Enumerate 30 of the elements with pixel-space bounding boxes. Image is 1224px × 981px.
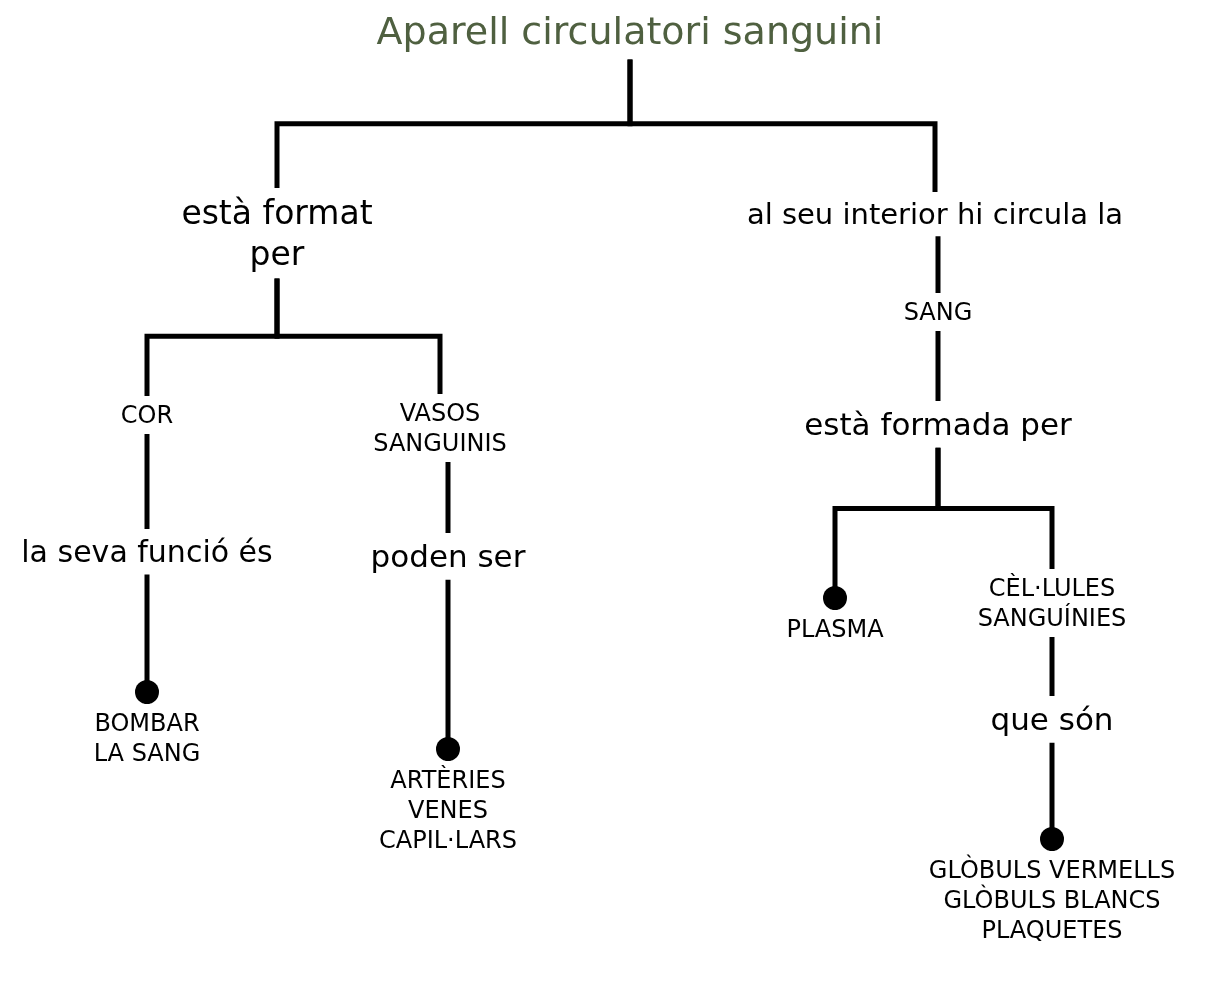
concept-label: GLÒBULS BLANCS (942, 885, 1162, 915)
connector-line (627, 59, 938, 192)
connector-line (935, 236, 941, 293)
connector-line (1040, 742, 1064, 851)
connector-line (445, 462, 451, 533)
concept-label: VASOS SANGUINIS (372, 398, 508, 458)
concept-label: PLASMA (786, 614, 884, 644)
concept-label: CAPIL·LARS (379, 825, 517, 855)
linking-phrase: està formada per (804, 405, 1072, 444)
concept-label: COR (120, 400, 174, 430)
connector-line (274, 278, 443, 394)
connector-line (135, 574, 159, 704)
concept-label: PLAQUETES (980, 915, 1124, 945)
concept-label: GLÒBULS VERMELLS (928, 855, 1176, 884)
concept-label: ARTÈRIES (389, 765, 507, 795)
connector-line (935, 331, 941, 401)
linking-phrase: al seu interior hi circula la (746, 196, 1124, 233)
connector-line (1049, 637, 1055, 696)
linking-phrase: que són (990, 700, 1114, 739)
connector-line (144, 434, 150, 529)
connector-line (935, 447, 1055, 569)
linking-phrase: està format per (180, 192, 374, 275)
concept-label: BOMBAR LA SANG (92, 708, 202, 768)
concept-label: VENES (407, 795, 489, 825)
concept-label: SANG (903, 297, 973, 327)
linking-phrase: la seva funció és (20, 533, 274, 571)
connector-line (436, 579, 460, 761)
linking-phrase: poden ser (370, 537, 526, 576)
root-label: Aparell circulatori sanguini (376, 8, 884, 55)
concept-label: CÈL·LULES SANGUÍNIES (976, 573, 1128, 633)
